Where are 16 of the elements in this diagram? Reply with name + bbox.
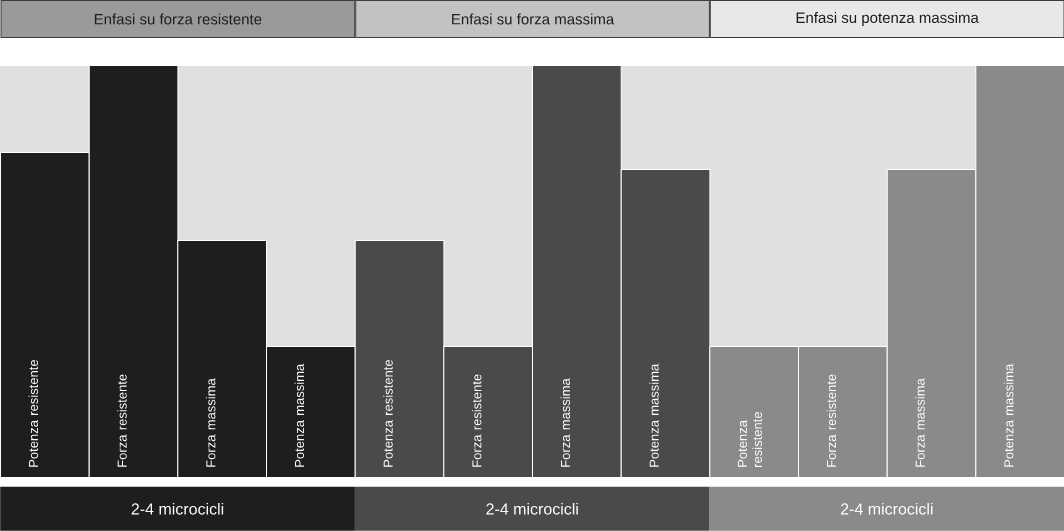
header-band: Enfasi su forza massima [355,0,710,38]
bar: Forza resistente [88,65,179,478]
bar: Potenza resistente [709,346,799,478]
bar: Potenza massima [620,169,711,478]
bar: Forza massima [177,240,267,478]
header-band: Enfasi su forza resistente [0,0,356,38]
footer-band: 2-4 microcicli [709,486,1064,531]
bar: Potenza resistente [0,152,90,478]
bar: Forza resistente [798,346,888,478]
bar: Forza resistente [443,346,533,478]
bar: Potenza resistente [354,240,445,478]
footer-band: 2-4 microcicli [354,486,710,531]
footer-band: 2-4 microcicli [0,486,355,531]
bar: Potenza massima [975,65,1064,478]
header-band: Enfasi su potenza massima [709,0,1064,38]
bar: Potenza massima [266,346,356,478]
